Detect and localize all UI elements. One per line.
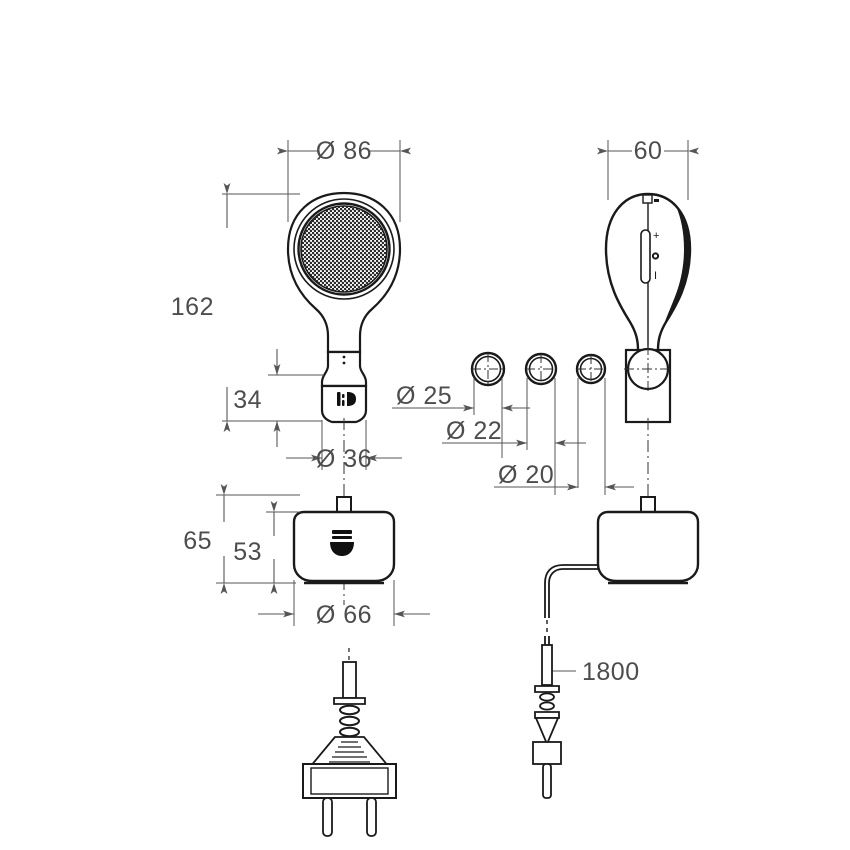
plug-front-collar [333,697,366,705]
switch-mark-one: I [654,270,657,282]
neck-dot-lower [342,361,346,365]
dim-label-head-diameter: Ø 86 [316,137,372,165]
power-cable [544,564,598,655]
side-shading [659,206,690,341]
dim-head-diameter: Ø 86 [277,137,411,222]
dim-nozzle-2: Ø 22 [442,417,586,447]
dim-cable-length: 1800 [552,658,640,686]
plug-side-strain-ring-2 [539,701,555,711]
dim-side-width: 60 [597,137,699,200]
switch-mark-plus: + [653,230,659,242]
neck-dot-upper [342,355,346,359]
side-view-group: 60 + I [532,137,700,799]
nozzle-ring-3 [575,353,607,385]
plug-side-view [532,644,562,799]
dim-label-base-diameter: Ø 66 [316,601,372,629]
dim-label-base-height: 65 [183,527,212,555]
dim-base-diameter: Ø 66 [258,580,430,629]
side-top-vent [642,194,653,204]
head-outer-ring [293,198,395,300]
plug-front-view [302,648,397,837]
dim-label-nozzle-1: Ø 25 [396,382,452,410]
base-side-body [596,510,700,583]
dim-label-neck-height: 34 [233,386,262,414]
side-handle-block [624,345,672,424]
brand-mark-handle [337,392,356,406]
front-view-group: Ø 86 162 34 Ø 36 [171,137,430,629]
switch-mark-circle [651,252,660,260]
plug-side-body [532,741,562,765]
dryer-side-outline: + I [604,192,692,394]
dim-label-base-body-height: 53 [233,538,262,566]
nozzle-extension-lines [473,378,606,495]
grille-edge [300,205,388,293]
dim-neck-height: 34 [233,349,324,447]
dim-label-nozzle-2: Ø 22 [446,417,502,445]
dim-nozzle-3: Ø 20 [494,461,634,491]
plug-side-collar-2 [534,711,560,719]
dim-label-cable-length: 1800 [582,658,640,686]
base-unit-side [596,496,700,585]
plug-front-funnel-ribs [329,741,370,763]
dim-label-handle-diameter: Ø 36 [316,445,372,473]
plug-front-strain-ring-3 [339,726,360,738]
plug-front-strain-ring-2 [339,715,360,727]
side-top-mark [654,199,659,202]
nozzle-ring-2 [524,352,558,386]
nozzle-rings-group: Ø 25 Ø 22 Ø 20 [392,351,634,495]
plug-side-cable [541,644,553,686]
grille-mesh [301,206,387,292]
plug-front-cable [342,661,357,699]
dim-base-height: 65 [183,484,300,594]
plug-side-strain-ring-1 [539,692,555,702]
dim-handle-diameter: Ø 36 [286,420,402,473]
dim-label-body-height: 162 [171,293,214,321]
plug-side-taper [534,717,560,747]
plug-front-strain-ring-1 [339,704,360,716]
plug-front-pin-left [322,797,333,837]
plug-front-pin-right [366,797,377,837]
dim-label-side-width: 60 [634,137,663,165]
brand-mark-base [330,530,354,556]
nozzle-ring-1 [470,351,506,387]
plug-front-body-inner [310,767,389,795]
head-inner-ring [297,202,391,296]
base-unit-front [292,496,396,585]
switch-track[interactable] [640,229,651,284]
plug-side-pin [542,763,552,799]
base-stem [336,496,352,514]
plug-side-collar [534,685,560,693]
dim-label-nozzle-3: Ø 20 [498,461,554,489]
dim-nozzle-1: Ø 25 [392,382,530,412]
dim-base-body-height: 53 [233,501,300,594]
base-side-stem [640,496,656,514]
